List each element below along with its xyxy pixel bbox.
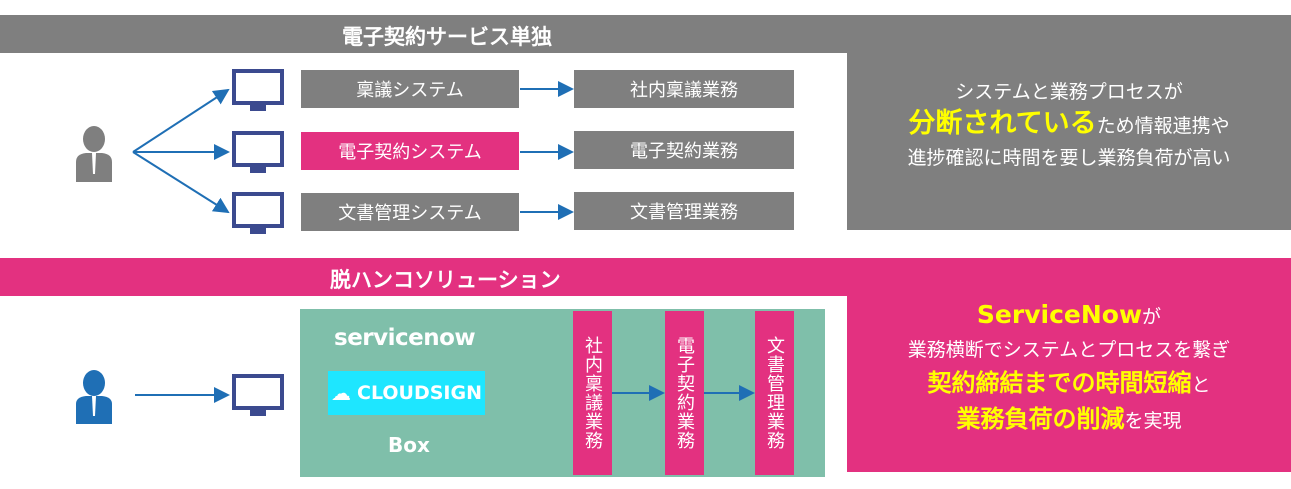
cloudsign-label: CLOUDSIGN bbox=[357, 382, 482, 404]
problem-line-3: 進捗確認に時間を要し業務負荷が高い bbox=[907, 147, 1231, 169]
problem-highlight: 分断されている bbox=[908, 108, 1097, 139]
time-reduction-highlight: 契約締結までの時間短縮 bbox=[927, 369, 1192, 397]
task-box-document: 文書管理業務 bbox=[574, 192, 794, 230]
monitor-icon bbox=[232, 192, 284, 234]
monitor-icon bbox=[232, 69, 284, 111]
solution-text: ServiceNowが 業務横断でシステムとプロセスを繋ぎ 契約締結までの時間短… bbox=[847, 298, 1291, 438]
problem-line-1: システムと業務プロセスが bbox=[955, 81, 1183, 103]
section-title: 脱ハンコソリューション bbox=[330, 268, 561, 292]
box-logo: Box bbox=[388, 433, 430, 457]
problem-text: システムと業務プロセスが 分断されているため情報連携や 進捗確認に時間を要し業務… bbox=[847, 76, 1291, 174]
user-icon bbox=[76, 126, 112, 182]
task-vertical-document: 文書管理業務 bbox=[755, 311, 794, 475]
servicenow-logo: servicenow bbox=[334, 325, 476, 351]
solution-line-1: が bbox=[1142, 306, 1162, 328]
problem-panel bbox=[847, 15, 1291, 230]
workload-reduction-highlight: 業務負荷の削減 bbox=[956, 405, 1125, 433]
servicenow-highlight: ServiceNow bbox=[976, 300, 1143, 329]
task-vertical-econtract: 電子契約業務 bbox=[665, 311, 704, 475]
solution-line-3: と bbox=[1191, 374, 1211, 396]
task-vertical-ringi: 社内稟議業務 bbox=[573, 311, 612, 475]
solution-line-4: を実現 bbox=[1124, 410, 1182, 432]
user-icon bbox=[76, 370, 112, 424]
solution-line-2: 業務横断でシステムとプロセスを繋ぎ bbox=[907, 339, 1231, 361]
cloud-icon: ☁ bbox=[331, 381, 351, 405]
cloudsign-logo: ☁ CLOUDSIGN bbox=[328, 371, 485, 415]
monitor-icon bbox=[232, 131, 284, 173]
monitor-icon bbox=[232, 374, 284, 416]
section-title: 電子契約サービス単独 bbox=[342, 25, 552, 49]
system-box-econtract: 電子契約システム bbox=[301, 132, 519, 170]
task-box-econtract: 電子契約業務 bbox=[574, 131, 794, 169]
problem-line-2: ため情報連携や bbox=[1096, 115, 1230, 137]
system-box-document: 文書管理システム bbox=[301, 193, 519, 231]
task-box-ringi: 社内稟議業務 bbox=[574, 70, 794, 108]
system-box-ringi: 稟議システム bbox=[301, 70, 519, 108]
solution-panel bbox=[847, 258, 1291, 472]
